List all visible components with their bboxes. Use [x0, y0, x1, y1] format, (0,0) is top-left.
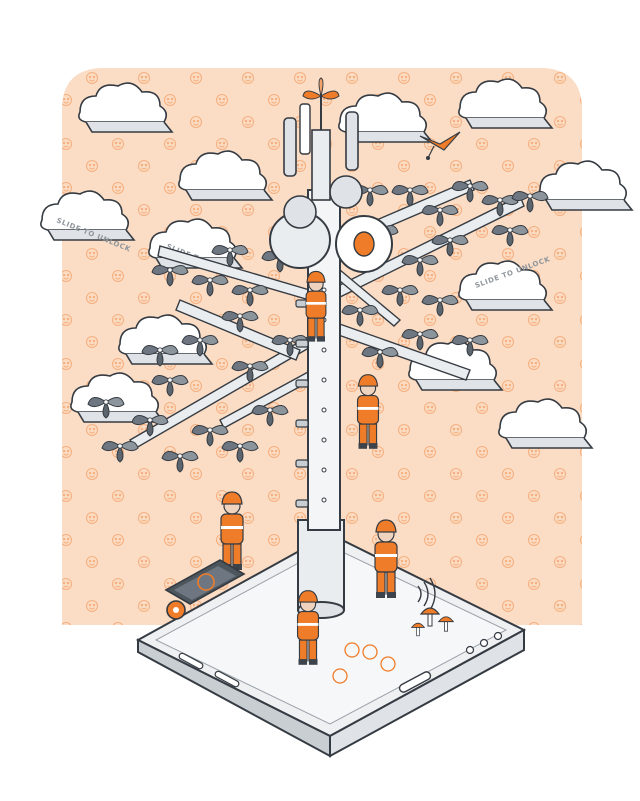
propeller-icon [302, 77, 340, 100]
smiley-icon [344, 642, 360, 658]
wheelbarrow-phone [164, 559, 246, 620]
smiley-icon [197, 573, 215, 591]
mushroom-icon [437, 616, 455, 632]
mushroom-icon [410, 622, 426, 637]
smiley-stickers [332, 642, 396, 684]
smiley-icon [380, 656, 396, 672]
volume-button-icon [214, 670, 240, 688]
mushroom-icon [419, 607, 441, 627]
volume-button-icon [178, 652, 204, 670]
wifi-signal-icon [417, 577, 436, 611]
smiley-icon [362, 644, 378, 660]
smiley-icon [332, 668, 348, 684]
antenna-cluster [269, 77, 393, 273]
phone-port-icon [398, 671, 432, 693]
phone-base [135, 532, 527, 758]
bird-drone-icon [419, 131, 461, 160]
